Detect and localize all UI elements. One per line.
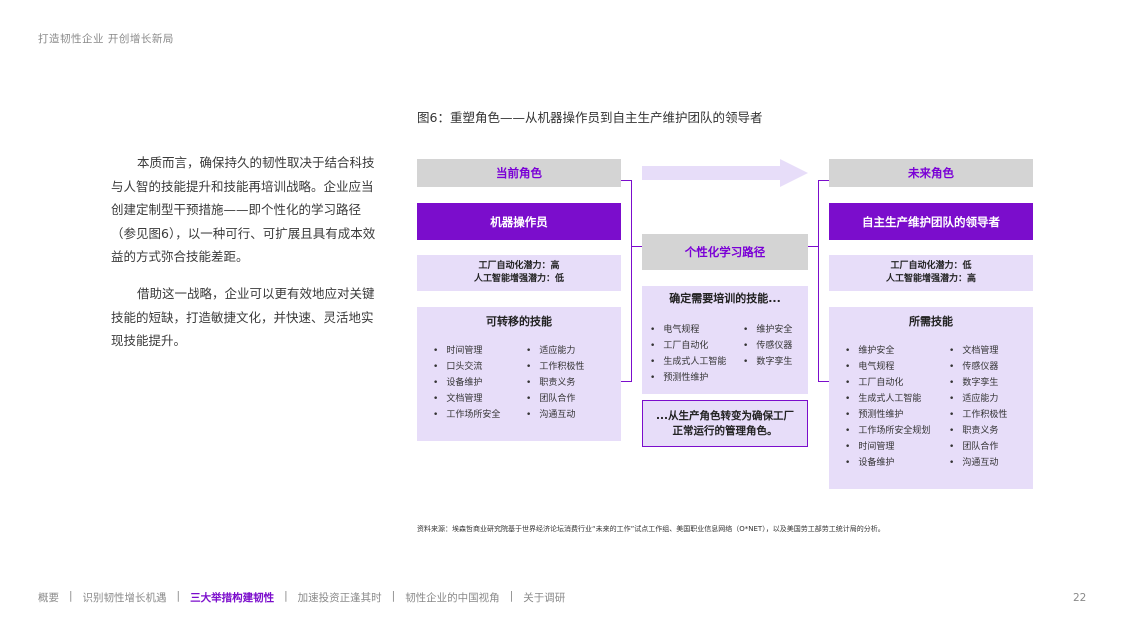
list-item: 预测性维护 [650, 370, 726, 386]
current-skills-box: 可转移的技能 时间管理 口头交流 设备维护 文档管理 工作场所安全 适应能力 工… [417, 307, 621, 441]
nav-separator: | [509, 590, 514, 602]
list-item: 数字孪生 [743, 354, 792, 370]
connector-line [808, 246, 819, 247]
training-skills-title: 确定需要培训的技能... [669, 292, 781, 305]
future-role-header: 未来角色 [829, 159, 1033, 187]
current-ai-potential: 人工智能增强潜力：低 [473, 274, 564, 284]
footer-nav-item-active[interactable]: 三大举措构建韧性 [190, 592, 275, 604]
nav-separator: | [176, 590, 181, 602]
list-item: 维护安全 [743, 322, 792, 338]
list-item: 电气规程 [650, 322, 726, 338]
current-automation-potential: 工厂自动化潜力：高 [478, 261, 560, 271]
list-item: 电气规程 [845, 359, 930, 375]
list-item: 工厂自动化 [845, 375, 930, 391]
connector-line [621, 180, 632, 181]
training-skills-list-1: 电气规程 工厂自动化 生成式人工智能 预测性维护 [650, 322, 726, 386]
list-item: 传感仪器 [949, 359, 1007, 375]
body-paragraph-1: 本质而言，确保持久的韧性取决于结合科技与人智的技能提升和技能再培训战略。企业应当… [111, 155, 376, 264]
list-item: 维护安全 [845, 343, 930, 359]
future-skills-list-2: 文档管理 传感仪器 数字孪生 适应能力 工作积极性 职责义务 团队合作 沟通互动 [949, 343, 1007, 471]
list-item: 团队合作 [526, 391, 584, 407]
list-item: 时间管理 [845, 439, 930, 455]
future-skills-list-1: 维护安全 电气规程 工厂自动化 生成式人工智能 预测性维护 工作场所安全规划 时… [845, 343, 930, 471]
future-ai-potential: 人工智能增强潜力：高 [885, 274, 976, 284]
current-potential-box: 工厂自动化潜力：高 人工智能增强潜力：低 [417, 255, 621, 291]
connector-line [818, 381, 829, 382]
list-item: 预测性维护 [845, 407, 930, 423]
footer-nav-item[interactable]: 韧性企业的中国视角 [405, 592, 500, 604]
current-role-title: 机器操作员 [417, 203, 621, 240]
list-item: 生成式人工智能 [845, 391, 930, 407]
future-automation-potential: 工厂自动化潜力：低 [890, 261, 972, 271]
footer-nav: 概要 | 识别韧性增长机遇 | 三大举措构建韧性 | 加速投资正逢其时 | 韧性… [38, 590, 565, 605]
list-item: 团队合作 [949, 439, 1007, 455]
list-item: 设备维护 [845, 455, 930, 471]
connector-line [818, 180, 819, 382]
list-item: 生成式人工智能 [650, 354, 726, 370]
footer-nav-item[interactable]: 识别韧性增长机遇 [82, 592, 167, 604]
list-item: 适应能力 [949, 391, 1007, 407]
connector-line [631, 246, 642, 247]
list-item: 工作场所安全规划 [845, 423, 930, 439]
page-number: 22 [1073, 592, 1087, 604]
list-item: 文档管理 [433, 391, 500, 407]
source-note: 资料来源：埃森哲商业研究院基于世界经济论坛消费行业“未来的工作”试点工作组、美国… [417, 525, 885, 533]
list-item: 设备维护 [433, 375, 500, 391]
connector-line [631, 180, 632, 382]
figure-title: 图6：重塑角色——从机器操作员到自主生产维护团队的领导者 [417, 110, 763, 125]
list-item: 文档管理 [949, 343, 1007, 359]
future-skills-box: 所需技能 维护安全 电气规程 工厂自动化 生成式人工智能 预测性维护 工作场所安… [829, 307, 1033, 489]
document-header: 打造韧性企业 开创增长新局 [38, 33, 174, 45]
right-arrow-icon [642, 159, 808, 187]
nav-separator: | [69, 590, 73, 602]
list-item: 工作积极性 [949, 407, 1007, 423]
footer-nav-item[interactable]: 加速投资正逢其时 [297, 592, 382, 604]
connector-line [621, 381, 632, 382]
footer-nav-item[interactable]: 关于调研 [523, 592, 566, 604]
body-paragraph-2: 借助这一战略，企业可以更有效地应对关键技能的短缺，打造敏捷文化，并快速、灵活地实… [111, 286, 375, 348]
list-item: 职责义务 [949, 423, 1007, 439]
connector-line [818, 180, 829, 181]
list-item: 工作场所安全 [433, 407, 500, 423]
list-item: 沟通互动 [949, 455, 1007, 471]
conclusion-text: ...从生产角色转变为确保工厂正常运行的管理角色。 [656, 409, 794, 437]
current-skills-title: 可转移的技能 [486, 315, 552, 328]
list-item: 工作积极性 [526, 359, 584, 375]
list-item: 数字孪生 [949, 375, 1007, 391]
learning-path-header: 个性化学习路径 [642, 234, 808, 270]
list-item: 职责义务 [526, 375, 584, 391]
current-role-header: 当前角色 [417, 159, 621, 187]
footer-nav-item[interactable]: 概要 [38, 592, 59, 604]
training-skills-box: 确定需要培训的技能... 电气规程 工厂自动化 生成式人工智能 预测性维护 维护… [642, 286, 808, 394]
conclusion-box: ...从生产角色转变为确保工厂正常运行的管理角色。 [642, 400, 808, 447]
training-skills-list-2: 维护安全 传感仪器 数字孪生 [743, 322, 792, 370]
list-item: 沟通互动 [526, 407, 584, 423]
list-item: 时间管理 [433, 343, 500, 359]
list-item: 工厂自动化 [650, 338, 726, 354]
list-item: 适应能力 [526, 343, 584, 359]
future-potential-box: 工厂自动化潜力：低 人工智能增强潜力：高 [829, 255, 1033, 291]
future-role-title: 自主生产维护团队的领导者 [829, 203, 1033, 240]
list-item: 口头交流 [433, 359, 500, 375]
list-item: 传感仪器 [743, 338, 792, 354]
current-skills-list-1: 时间管理 口头交流 设备维护 文档管理 工作场所安全 [433, 343, 500, 423]
nav-separator: | [284, 590, 288, 602]
nav-separator: | [391, 590, 396, 602]
future-skills-title: 所需技能 [909, 315, 953, 328]
current-skills-list-2: 适应能力 工作积极性 职责义务 团队合作 沟通互动 [526, 343, 584, 423]
